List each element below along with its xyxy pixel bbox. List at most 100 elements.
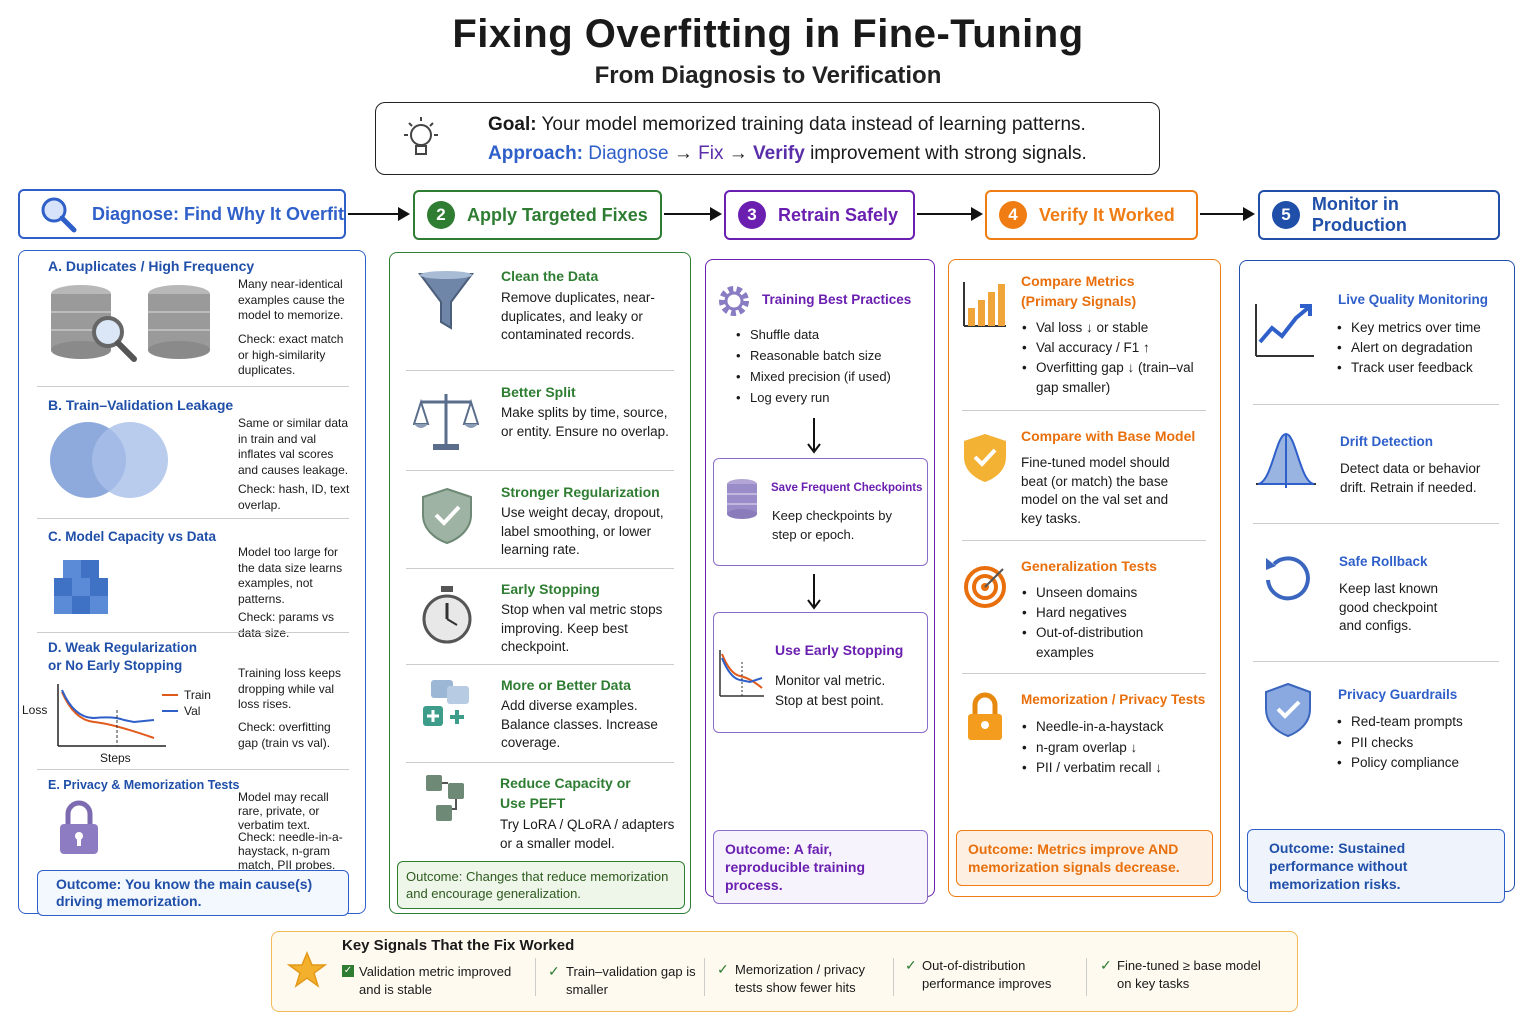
memorization-item: Needle-in-a-haystack bbox=[1022, 717, 1202, 738]
flow-arrow-3 bbox=[917, 207, 983, 221]
key-signals-box bbox=[271, 931, 1298, 1012]
generalization-list: Unseen domains Hard negatives Out-of-dis… bbox=[1022, 583, 1192, 663]
diagnose-d-title-2: or No Early Stopping bbox=[48, 658, 183, 673]
best-practice-item: Mixed precision (if used) bbox=[736, 366, 891, 387]
legend-val: Val bbox=[184, 704, 201, 718]
divider bbox=[406, 762, 674, 763]
rollback-icon bbox=[1266, 556, 1310, 601]
signal-text: Train–validation gap is smaller bbox=[566, 964, 696, 997]
shield-check-icon bbox=[422, 487, 472, 545]
funnel-icon bbox=[418, 271, 474, 330]
rollback-title: Safe Rollback bbox=[1339, 554, 1428, 569]
drift-desc: Detect data or behavior drift. Retrain i… bbox=[1340, 461, 1481, 495]
live-monitoring-list: Key metrics over time Alert on degradati… bbox=[1337, 318, 1507, 378]
fix-2-desc: Make splits by time, source, or entity. … bbox=[501, 405, 669, 439]
step-title-retrain: Retrain Safely bbox=[778, 204, 899, 225]
check-icon: ✓ bbox=[1100, 957, 1112, 973]
adapter-modules-icon bbox=[426, 775, 464, 821]
verify-panel bbox=[948, 259, 1221, 897]
live-monitoring-item: Alert on degradation bbox=[1337, 338, 1507, 358]
checkpoint-desc: Keep checkpoints by step or epoch. bbox=[772, 508, 892, 542]
divider bbox=[535, 958, 536, 996]
goal-line: Goal: Your model memorized training data… bbox=[488, 114, 1086, 136]
step-header-verify: 4 Verify It Worked bbox=[985, 190, 1198, 240]
live-monitoring-title: Live Quality Monitoring bbox=[1338, 292, 1489, 307]
divider bbox=[406, 370, 674, 371]
best-practices-title: Training Best Practices bbox=[762, 292, 912, 307]
fix-3-title: Stronger Regularization bbox=[501, 484, 660, 500]
divider bbox=[962, 540, 1206, 541]
divider bbox=[1253, 661, 1499, 662]
divider bbox=[704, 958, 705, 996]
check-icon: ✓ bbox=[717, 961, 729, 977]
live-monitoring-item: Track user feedback bbox=[1337, 358, 1507, 378]
privacy-item: PII checks bbox=[1337, 733, 1507, 754]
down-arrow-icon bbox=[807, 418, 821, 454]
divider bbox=[406, 470, 674, 471]
best-practice-item: Log every run bbox=[736, 387, 891, 408]
gear-icon bbox=[719, 286, 749, 316]
step-number-3: 3 bbox=[738, 201, 766, 229]
checkpoint-database-icon bbox=[727, 479, 757, 519]
step-number-2: 2 bbox=[427, 201, 455, 229]
key-signals-title: Key Signals That the Fix Worked bbox=[342, 937, 575, 954]
metrics-title: Compare Metrics (Primary Signals) bbox=[1021, 273, 1137, 309]
fix-4-title: Early Stopping bbox=[501, 581, 600, 597]
divider bbox=[893, 958, 894, 996]
privacy-title: Privacy Guardrails bbox=[1338, 687, 1458, 702]
fixes-outcome: Outcome: Changes that reduce memorizatio… bbox=[397, 861, 685, 909]
generalization-title: Generalization Tests bbox=[1021, 558, 1157, 574]
shield-check-blue-icon bbox=[1265, 682, 1311, 738]
fix-5-title: More or Better Data bbox=[501, 677, 631, 693]
checkpoint-title: Save Frequent Checkpoints bbox=[771, 482, 923, 494]
diagnose-b-title: B. Train–Validation Leakage bbox=[48, 397, 234, 413]
loss-curve-chart bbox=[57, 684, 178, 747]
diagnose-a-check: Check: exact match or high-similarity du… bbox=[238, 332, 344, 377]
stopwatch-icon bbox=[422, 586, 472, 644]
target-icon bbox=[964, 566, 1006, 608]
step-title-diagnose: Diagnose: Find Why It Overfit bbox=[92, 203, 345, 224]
fix-4-desc: Stop when val metric stops improving. Ke… bbox=[501, 602, 663, 654]
divider bbox=[962, 410, 1206, 411]
step-header-fixes: 2 Apply Targeted Fixes bbox=[413, 190, 662, 240]
diagnose-d-title-1: D. Weak Regularization bbox=[48, 640, 198, 655]
memorization-item: n-gram overlap ↓ bbox=[1022, 738, 1202, 759]
step-number-4: 4 bbox=[999, 201, 1027, 229]
check-icon: ✓ bbox=[905, 957, 917, 973]
diagnose-e-check: Check: needle-in-a-haystack, n-gram matc… bbox=[238, 830, 343, 872]
diagnose-outcome: Outcome: You know the main cause(s) driv… bbox=[37, 870, 349, 916]
step-number-5: 5 bbox=[1272, 201, 1300, 229]
star-icon bbox=[287, 951, 327, 988]
lightbulb-icon bbox=[404, 117, 438, 155]
early-stopping-card bbox=[713, 612, 928, 733]
step-header-monitor: 5 Monitor in Production bbox=[1258, 190, 1500, 240]
diagnose-a-desc: Many near-identical examples cause the m… bbox=[238, 277, 345, 322]
page-subtitle: From Diagnosis to Verification bbox=[594, 62, 942, 89]
early-stopping-title: Use Early Stopping bbox=[775, 642, 904, 658]
approach-fix: Fix bbox=[698, 143, 724, 164]
approach-label: Approach: bbox=[488, 143, 583, 164]
flow-arrow-4 bbox=[1200, 207, 1255, 221]
diagnose-d-desc: Training loss keeps dropping while val l… bbox=[238, 666, 341, 711]
best-practice-item: Shuffle data bbox=[736, 324, 891, 345]
check-icon: ✓ bbox=[548, 963, 560, 979]
divider bbox=[962, 673, 1206, 674]
diagnose-e-title: E. Privacy & Memorization Tests bbox=[48, 778, 240, 792]
base-model-desc: Fine-tuned model should beat (or match) … bbox=[1021, 455, 1170, 526]
bell-curve-icon bbox=[1256, 432, 1316, 488]
loss-axis-label: Loss bbox=[22, 703, 48, 717]
live-monitoring-item: Key metrics over time bbox=[1337, 318, 1507, 338]
fix-2-title: Better Split bbox=[501, 384, 576, 400]
add-data-icon bbox=[423, 680, 469, 726]
memorization-list: Needle-in-a-haystack n-gram overlap ↓ PI… bbox=[1022, 717, 1202, 779]
divider bbox=[1086, 958, 1087, 996]
fix-3-desc: Use weight decay, dropout, label smoothi… bbox=[501, 505, 664, 557]
step-header-diagnose: Diagnose: Find Why It Overfit bbox=[18, 189, 346, 239]
goal-label: Goal: bbox=[488, 114, 537, 135]
cubes-icon bbox=[54, 560, 108, 614]
rollback-desc: Keep last known good checkpoint and conf… bbox=[1339, 581, 1439, 633]
approach-diagnose: Diagnose bbox=[588, 143, 669, 164]
approach-line: Approach: Diagnose → Fix → Verify improv… bbox=[488, 143, 1087, 165]
generalization-item: Out-of-distribution examples bbox=[1022, 623, 1192, 663]
base-model-title: Compare with Base Model bbox=[1021, 428, 1196, 444]
